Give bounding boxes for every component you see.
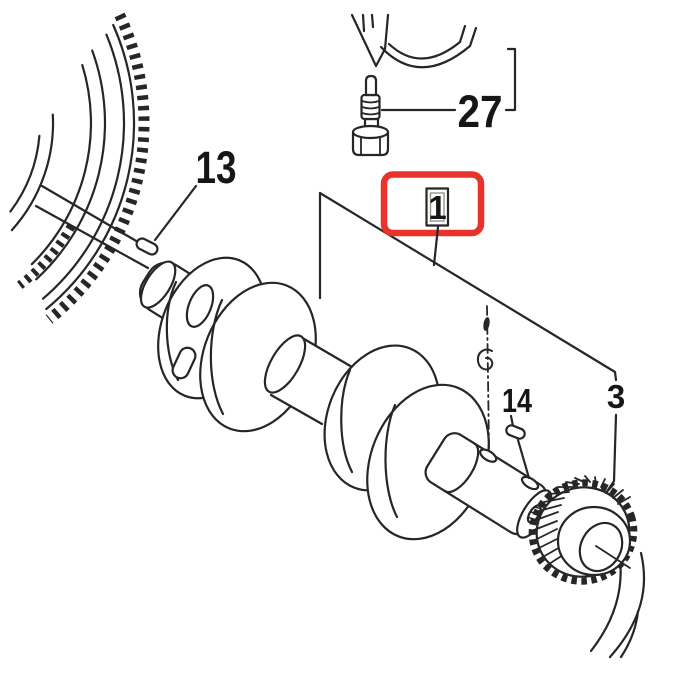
rod-edges [350, 13, 390, 68]
flywheel-teeth [45, 12, 150, 324]
crankpin-edges [269, 334, 354, 426]
leader-lines [153, 47, 631, 569]
callout-1[interactable]: 1 [428, 189, 446, 226]
leader-14 [509, 414, 531, 480]
callout-1-badge [425, 187, 450, 227]
counterweight-2-contour [209, 298, 225, 416]
counterweight-1-dimple [185, 284, 215, 328]
gear-bore-leader [595, 545, 631, 569]
callout-1-badge-inner-ring [429, 192, 445, 222]
crankpin-end-face [263, 334, 307, 394]
keyway-slot-1 [479, 448, 498, 463]
crank-gear-part [528, 475, 638, 585]
rod-bearing-seat [379, 24, 478, 69]
bolt-ribs [361, 100, 380, 116]
counterweight-3-contour [340, 368, 354, 474]
bolt-tip [364, 74, 378, 97]
clip-hook [476, 348, 494, 371]
key-13-part [135, 237, 159, 256]
gear-teeth-stripes [533, 475, 631, 567]
key-14-part [505, 424, 526, 440]
flywheel-back-teeth [16, 223, 76, 289]
bolt-head-top [351, 124, 390, 140]
leader-3 [604, 413, 618, 495]
callout-27[interactable]: 27 [458, 86, 503, 137]
gear-bore [578, 521, 624, 573]
pin-blob [483, 317, 490, 331]
leader-1-bracket [318, 191, 618, 382]
nose-shoulder [443, 442, 480, 494]
flywheel-rim-arcs [9, 23, 136, 311]
journal-keyway-slot [171, 346, 197, 380]
shaft-axis-lines [34, 184, 150, 270]
callout-13[interactable]: 13 [196, 142, 237, 193]
callout-14[interactable]: 14 [502, 382, 533, 419]
crankshaft-part [138, 256, 553, 541]
nose-centerline-dashdot [486, 305, 490, 450]
front-journal-face [139, 260, 177, 309]
connecting-rod-fragment [350, 13, 478, 69]
flywheel-ring-gear [9, 12, 150, 324]
callout-3[interactable]: 3 [607, 378, 625, 415]
highlighted-callout-1[interactable]: 1 [380, 171, 485, 267]
leader-1 [432, 225, 440, 267]
gear-teeth [528, 479, 638, 585]
shaft-axis [34, 184, 159, 270]
leader-27 [380, 47, 517, 112]
leader-13 [153, 184, 198, 242]
keyway-slot-2 [520, 475, 540, 491]
counterweight-4-contour [384, 403, 399, 519]
rod-bolt-part [351, 74, 390, 157]
bolt-head-facets [360, 136, 381, 156]
